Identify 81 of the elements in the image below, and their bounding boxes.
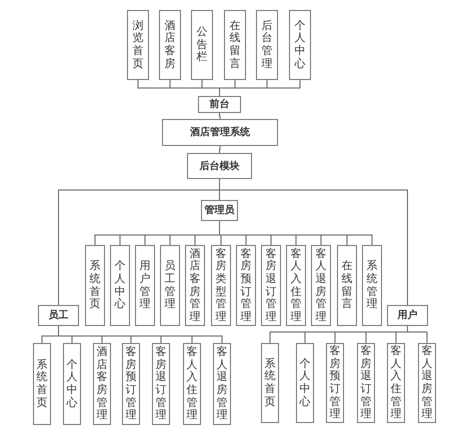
box-label: 用户管理 — [140, 260, 150, 311]
connector-line — [219, 178, 408, 306]
module-box — [110, 245, 130, 326]
box-label: 后台模块 — [200, 160, 240, 174]
box-label: 员工管理 — [164, 260, 176, 311]
box-label: 酒店管理系统 — [190, 125, 250, 140]
category-box — [38, 305, 79, 326]
category-box — [187, 153, 252, 179]
module-box — [183, 343, 201, 425]
connector-line — [407, 326, 428, 344]
box-label: 公告栏 — [196, 26, 208, 64]
module-box — [185, 245, 205, 326]
box-label: 酒店客房管理 — [96, 346, 108, 422]
box-label: 酒店客房管理 — [190, 248, 200, 324]
module-box — [289, 10, 311, 80]
box-label: 客房预订管理 — [126, 346, 136, 422]
module-box — [256, 10, 278, 80]
category-box — [162, 119, 278, 146]
box-label: 系统管理 — [366, 260, 378, 311]
module-box — [160, 245, 180, 326]
category-box — [387, 305, 428, 326]
module-box — [418, 343, 436, 423]
box-label: 用户 — [398, 308, 418, 323]
module-box — [236, 245, 256, 326]
box-label: 酒店客房 — [164, 20, 176, 70]
module-box — [213, 343, 231, 425]
module-box — [152, 343, 170, 425]
module-box — [326, 343, 344, 423]
module-box — [122, 343, 140, 425]
module-box — [362, 245, 382, 326]
box-label: 客人退房管理 — [316, 248, 326, 324]
box-label: 员工 — [48, 308, 68, 323]
box-label: 客人退房管理 — [422, 345, 432, 421]
module-box — [261, 343, 279, 423]
box-label: 系统首页 — [36, 358, 48, 410]
box-label: 客房类型管理 — [216, 248, 226, 324]
box-label: 系统首页 — [264, 358, 276, 408]
module-box — [224, 10, 246, 80]
box-label: 管理员 — [204, 204, 234, 218]
connector-line — [219, 80, 300, 96]
box-label: 客人入住管理 — [186, 346, 198, 422]
box-label: 客房退订管理 — [156, 346, 166, 422]
connector-line — [58, 326, 222, 344]
module-box — [191, 10, 213, 80]
module-box — [286, 245, 306, 326]
module-box — [85, 245, 105, 326]
module-box — [135, 245, 155, 326]
module-box — [357, 343, 375, 423]
module-box — [33, 343, 51, 425]
connector-line — [219, 112, 220, 120]
box-label: 客房退订管理 — [266, 248, 276, 324]
module-box — [387, 343, 405, 423]
box-label: 个人中心 — [114, 260, 126, 311]
box-label: 前台 — [210, 98, 230, 112]
box-label: 客人退房管理 — [216, 346, 228, 422]
box-label: 在线留言 — [230, 20, 240, 70]
box-label: 个人中心 — [66, 358, 78, 410]
module-box — [337, 245, 357, 326]
module-box — [93, 343, 111, 425]
module-box — [211, 245, 231, 326]
box-label: 个人中心 — [300, 358, 310, 408]
box-label: 客人入住管理 — [390, 345, 402, 421]
module-box — [127, 10, 149, 80]
category-box — [198, 96, 241, 113]
box-label: 系统首页 — [90, 260, 100, 311]
connector-line — [219, 220, 372, 246]
box-label: 浏览首页 — [132, 20, 144, 70]
module-box — [63, 343, 81, 425]
box-label: 客房预订管理 — [240, 248, 252, 324]
box-label: 个人中心 — [294, 20, 306, 70]
box-label: 客人入住管理 — [290, 248, 302, 324]
module-box — [261, 245, 281, 326]
box-label: 客房预订管理 — [330, 345, 340, 421]
box-label: 客房退订管理 — [360, 345, 372, 421]
box-label: 在线留言 — [342, 260, 352, 311]
module-box — [159, 10, 181, 80]
category-box — [201, 200, 238, 221]
module-box — [296, 343, 314, 423]
box-label: 后台管理 — [262, 20, 272, 70]
module-box — [311, 245, 331, 326]
connector-line — [219, 146, 220, 154]
